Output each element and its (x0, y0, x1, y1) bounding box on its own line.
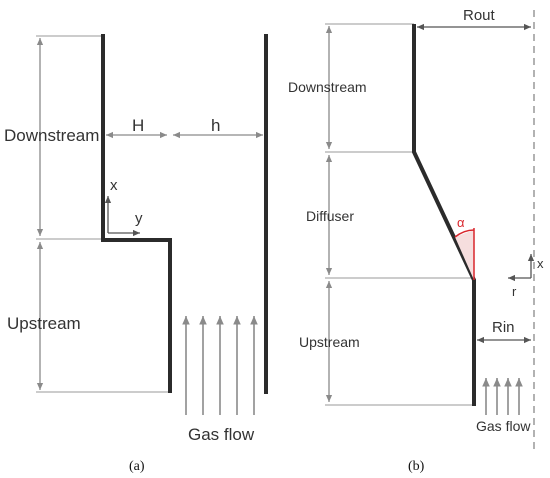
axis-y-label-a: y (135, 210, 143, 227)
label-gas-flow-b: Gas flow (476, 418, 531, 434)
diffuser-wall (412, 24, 476, 406)
axis-x-label-a: x (110, 177, 118, 194)
alpha-angle-wedge (455, 230, 474, 280)
left-wall-stepped (101, 34, 172, 393)
gas-flow-arrows-b (482, 378, 523, 415)
label-upstream-b: Upstream (299, 334, 360, 350)
label-rin: Rin (492, 319, 515, 336)
alpha-arc (454, 229, 475, 238)
gas-flow-arrows-a (182, 316, 258, 415)
label-alpha: α (457, 215, 465, 230)
axis-x-label-b: x (537, 256, 544, 271)
label-h: h (211, 116, 220, 135)
label-diffuser: Diffuser (306, 208, 354, 224)
label-upstream-a: Upstream (7, 314, 81, 333)
label-H: H (132, 116, 144, 135)
label-downstream-a: Downstream (4, 126, 99, 145)
caption-a: (a) (129, 459, 145, 474)
label-gas-flow-a: Gas flow (188, 425, 255, 444)
axis-r-label-b: r (512, 284, 517, 299)
panel-a: H h Downstream Upstream x y Gas flow (a) (4, 34, 268, 474)
label-downstream-b: Downstream (288, 79, 367, 95)
caption-b: (b) (408, 459, 425, 474)
panel-b: α Rout Rin x r Downstream Diffuser Upstr… (288, 7, 544, 474)
label-rout: Rout (463, 7, 496, 24)
